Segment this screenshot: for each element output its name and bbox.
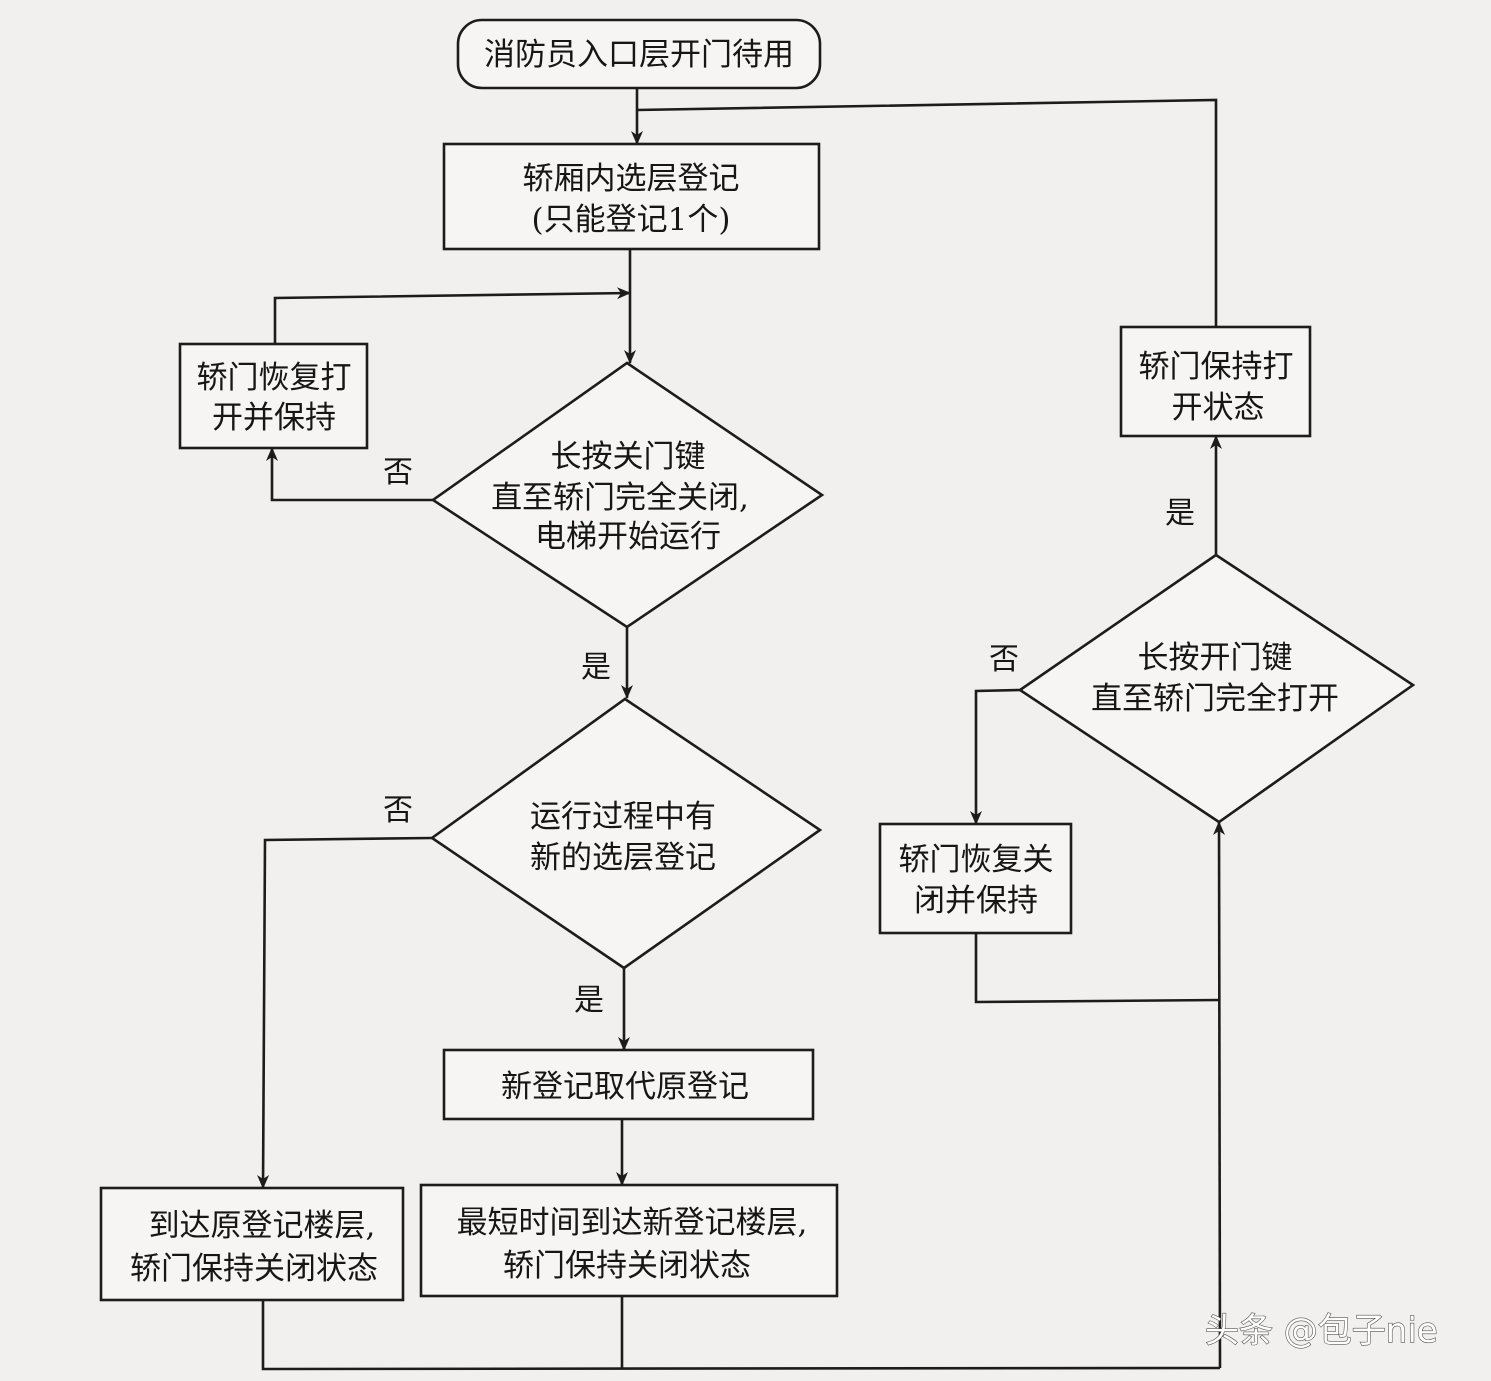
- door-reclose-hold-box: 轿门恢复关 闭并保持: [878, 822, 1073, 935]
- door-keep-open-label-1: 轿门保持打: [1139, 349, 1294, 385]
- arrive-new-box: 最短时间到达新登记楼层, 轿门保持关闭状态: [419, 1183, 839, 1298]
- close-decision-label-2: 直至轿门完全关闭,: [491, 480, 749, 516]
- edge-return-to-open-decision: [1213, 821, 1226, 1369]
- door-reopen-hold-box: 轿门恢复打 开并保持: [178, 342, 369, 450]
- edge-bottom-return: [261, 1300, 1221, 1371]
- new-yes-label: 是: [574, 983, 604, 1018]
- close-yes-label: 是: [581, 650, 611, 685]
- select-floor-box: 轿厢内选层登记 (只能登记1个): [442, 142, 821, 251]
- connectors: [257, 88, 1226, 1371]
- door-reclose-label-1: 轿门恢复关: [899, 842, 1054, 878]
- new-decision-label-2: 新的选层登记: [530, 840, 716, 876]
- replace-registration-label: 新登记取代原登记: [501, 1069, 749, 1105]
- new-registration-decision: 运行过程中有 新的选层登记: [429, 697, 823, 970]
- arrive-original-label-2: 轿门保持关闭状态: [130, 1251, 378, 1287]
- door-reopen-label-2: 开并保持: [212, 400, 336, 436]
- open-no-label: 否: [989, 642, 1019, 677]
- arrive-original-box: 到达原登记楼层, 轿门保持关闭状态: [99, 1186, 405, 1302]
- door-keep-open-label-2: 开状态: [1172, 390, 1265, 426]
- watermark: 头条 @包子nie: [1205, 1311, 1438, 1351]
- door-reclose-label-2: 闭并保持: [914, 883, 1038, 919]
- new-decision-label-1: 运行过程中有: [530, 799, 716, 835]
- edge-open-no: [970, 688, 1021, 825]
- select-floor-label-2: (只能登记1个): [532, 202, 731, 238]
- door-keep-open-box: 轿门保持打 开状态: [1119, 325, 1312, 438]
- start-node: 消防员入口层开门待用: [456, 18, 822, 90]
- arrive-new-label-2: 轿门保持关闭状态: [503, 1248, 751, 1284]
- arrive-new-label-1: 最短时间到达新登记楼层,: [457, 1205, 808, 1241]
- open-decision-label-1: 长按开门键: [1138, 640, 1293, 676]
- edge-labels: 否 是 否 是 否 是: [383, 455, 1195, 1018]
- open-button-decision: 长按开门键 直至轿门完全打开: [1017, 553, 1416, 824]
- edge-reclose-return: [974, 933, 1221, 1004]
- close-button-decision: 长按关门键 直至轿门完全关闭, 电梯开始运行: [430, 361, 825, 629]
- edge-keep-open-loop-back: [636, 98, 1218, 327]
- start-label: 消防员入口层开门待用: [484, 37, 794, 73]
- open-yes-label: 是: [1165, 496, 1195, 531]
- select-floor-label-1: 轿厢内选层登记: [523, 161, 740, 197]
- door-reopen-label-1: 轿门恢复打: [197, 360, 352, 396]
- edge-new-no: [257, 836, 433, 1189]
- arrive-original-label-1: 到达原登记楼层,: [149, 1208, 376, 1244]
- edge-reopen-loop-back: [273, 287, 631, 344]
- close-decision-label-3: 电梯开始运行: [535, 519, 721, 555]
- close-no-label: 否: [383, 455, 413, 490]
- open-decision-label-2: 直至轿门完全打开: [1091, 681, 1339, 717]
- new-no-label: 否: [383, 793, 413, 828]
- close-decision-label-1: 长按关门键: [551, 439, 706, 475]
- edge-close-no: [266, 447, 433, 502]
- replace-registration-box: 新登记取代原登记: [442, 1048, 815, 1121]
